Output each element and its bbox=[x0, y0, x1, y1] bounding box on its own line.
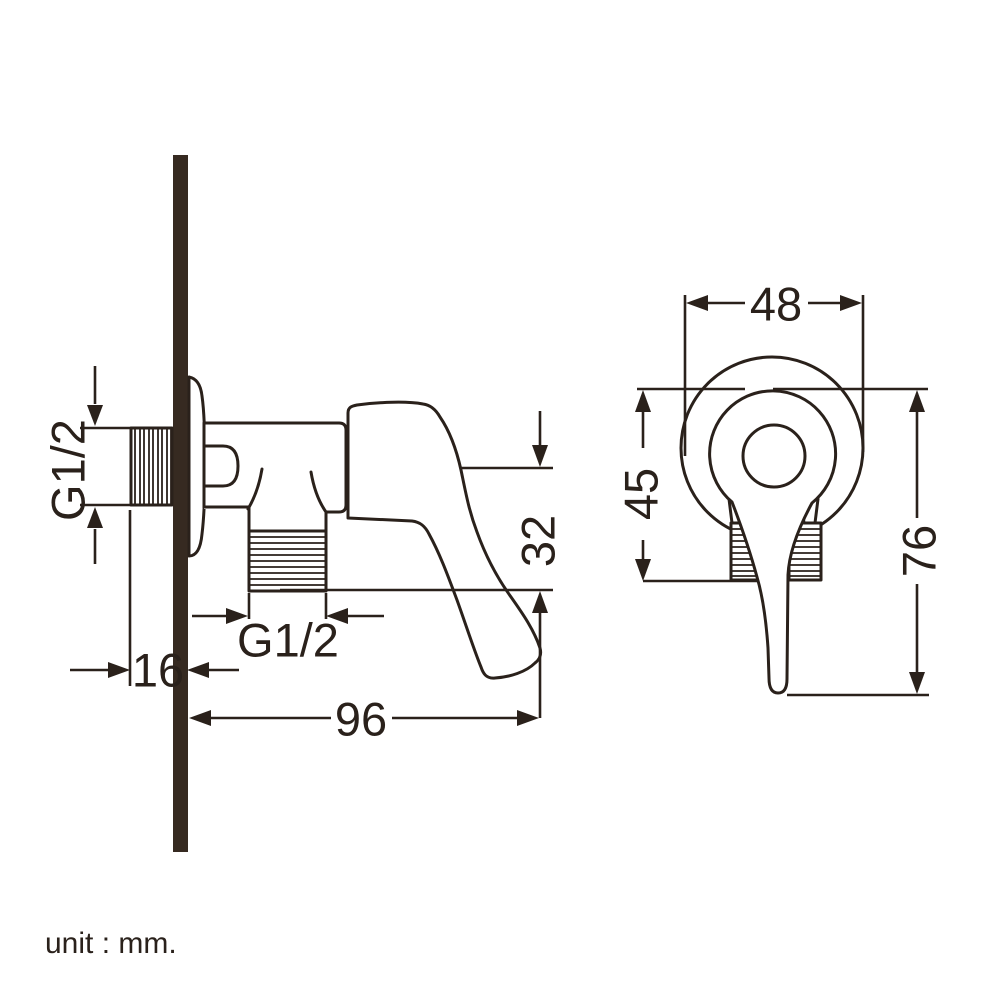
outlet-fillet-curves bbox=[246, 467, 328, 514]
bonnet-nut-detail bbox=[202, 444, 240, 488]
dim-label-inlet-thread: G1/2 bbox=[42, 419, 95, 521]
dim-label-knob-diameter: 48 bbox=[750, 278, 802, 331]
outlet-thread-ridges bbox=[250, 536, 325, 586]
dim-knob-diameter: 48 bbox=[683, 278, 865, 456]
knob-center-circle bbox=[741, 423, 807, 489]
handle-lever-side bbox=[346, 400, 543, 680]
dim-flange-to-thread: 45 bbox=[615, 387, 758, 583]
dim-label-outlet-thread: G1/2 bbox=[237, 614, 339, 667]
unit-note: unit : mm. bbox=[45, 927, 177, 960]
dim-label-overall-length: 96 bbox=[335, 693, 387, 746]
dim-overall-length: 96 bbox=[189, 693, 539, 746]
dim-spout-drop: 32 bbox=[280, 411, 565, 718]
dim-inlet-length: 16 bbox=[70, 510, 239, 697]
dim-label-flange-to-thread: 45 bbox=[615, 468, 668, 520]
inlet-threads bbox=[129, 426, 174, 507]
front-view bbox=[679, 355, 865, 695]
inlet-thread-ridges bbox=[134, 429, 172, 504]
dim-label-overall-height: 76 bbox=[893, 525, 946, 577]
dim-outlet-thread: G1/2 bbox=[192, 593, 384, 667]
outlet-collar-edges bbox=[247, 506, 328, 534]
wall-section bbox=[173, 155, 188, 852]
dim-overall-height: 76 bbox=[773, 387, 946, 697]
dimensions: G1/2 16 G1/2 32 bbox=[42, 278, 946, 746]
side-view bbox=[129, 155, 543, 852]
valve-body-fill bbox=[204, 423, 346, 531]
dim-inlet-thread: G1/2 bbox=[42, 366, 131, 564]
valve-body-outline bbox=[202, 421, 348, 514]
dim-label-spout-drop: 32 bbox=[512, 515, 565, 567]
dim-label-inlet-length: 16 bbox=[132, 644, 184, 697]
